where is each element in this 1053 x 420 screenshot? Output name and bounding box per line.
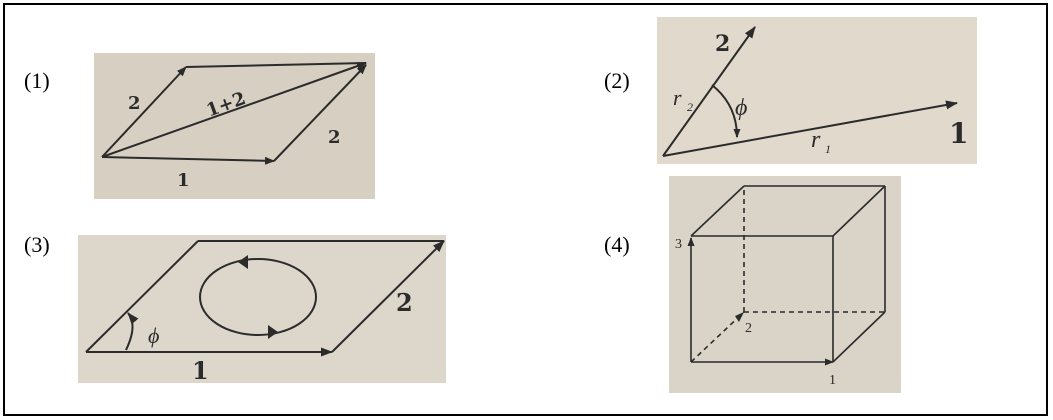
angle-arc (125, 312, 139, 351)
vector-r1 (662, 100, 958, 157)
vector-1 (101, 156, 275, 165)
vector-sum (101, 62, 367, 158)
loop-arrow-top (238, 255, 248, 269)
label-vec-3: 3 (675, 237, 682, 252)
label-vec-2-left: 2 (128, 93, 141, 114)
panel-4-paper (669, 176, 901, 393)
top-right-edge (832, 185, 886, 237)
label-r2: r (673, 85, 682, 110)
vector-2-arrowhead (735, 312, 744, 322)
panel-label-2: (2) (604, 68, 630, 93)
angle-arc (711, 84, 741, 138)
label-vec-1: 1 (949, 117, 968, 150)
panel-label-1: (1) (24, 68, 50, 93)
panel-label-3: (3) (24, 232, 50, 257)
label-vec-2-right: 2 (328, 127, 341, 148)
panel-1-diagram: 1 2 1+2 2 (94, 53, 375, 199)
top-edge (185, 62, 367, 68)
label-phi: ϕ (735, 95, 747, 121)
label-vec-1: 1 (177, 170, 190, 191)
vector-r2 (662, 26, 756, 157)
panel-label-4: (4) (604, 232, 630, 257)
label-vec-1: 1 (829, 373, 836, 388)
bottom-right-edge (832, 311, 886, 363)
label-vec-2: 2 (745, 321, 752, 336)
circulation-loop (199, 258, 317, 336)
panel-2-diagram: 2 r 2 ϕ 1 r 1 (657, 17, 977, 164)
label-r2-subscript: 2 (687, 100, 693, 114)
loop-arrow-bottom (268, 325, 278, 339)
left-edge (85, 240, 199, 353)
label-r1-subscript: 1 (825, 142, 831, 156)
label-r1: r (811, 127, 821, 153)
vector-2-left (101, 66, 187, 158)
label-phi: ϕ (148, 323, 159, 348)
label-vec-2: 2 (715, 31, 730, 57)
panel-3-paper (78, 235, 446, 383)
vector-2 (331, 240, 445, 353)
top-left-edge (690, 185, 745, 237)
label-vec-2: 2 (396, 288, 413, 317)
panel-4-diagram: 3 2 1 (669, 176, 901, 393)
panel-3-diagram: ϕ 1 2 (78, 235, 446, 383)
hidden-edge-depth (690, 311, 745, 363)
label-vec-1: 1 (192, 356, 209, 383)
vector-2-right (273, 64, 367, 162)
